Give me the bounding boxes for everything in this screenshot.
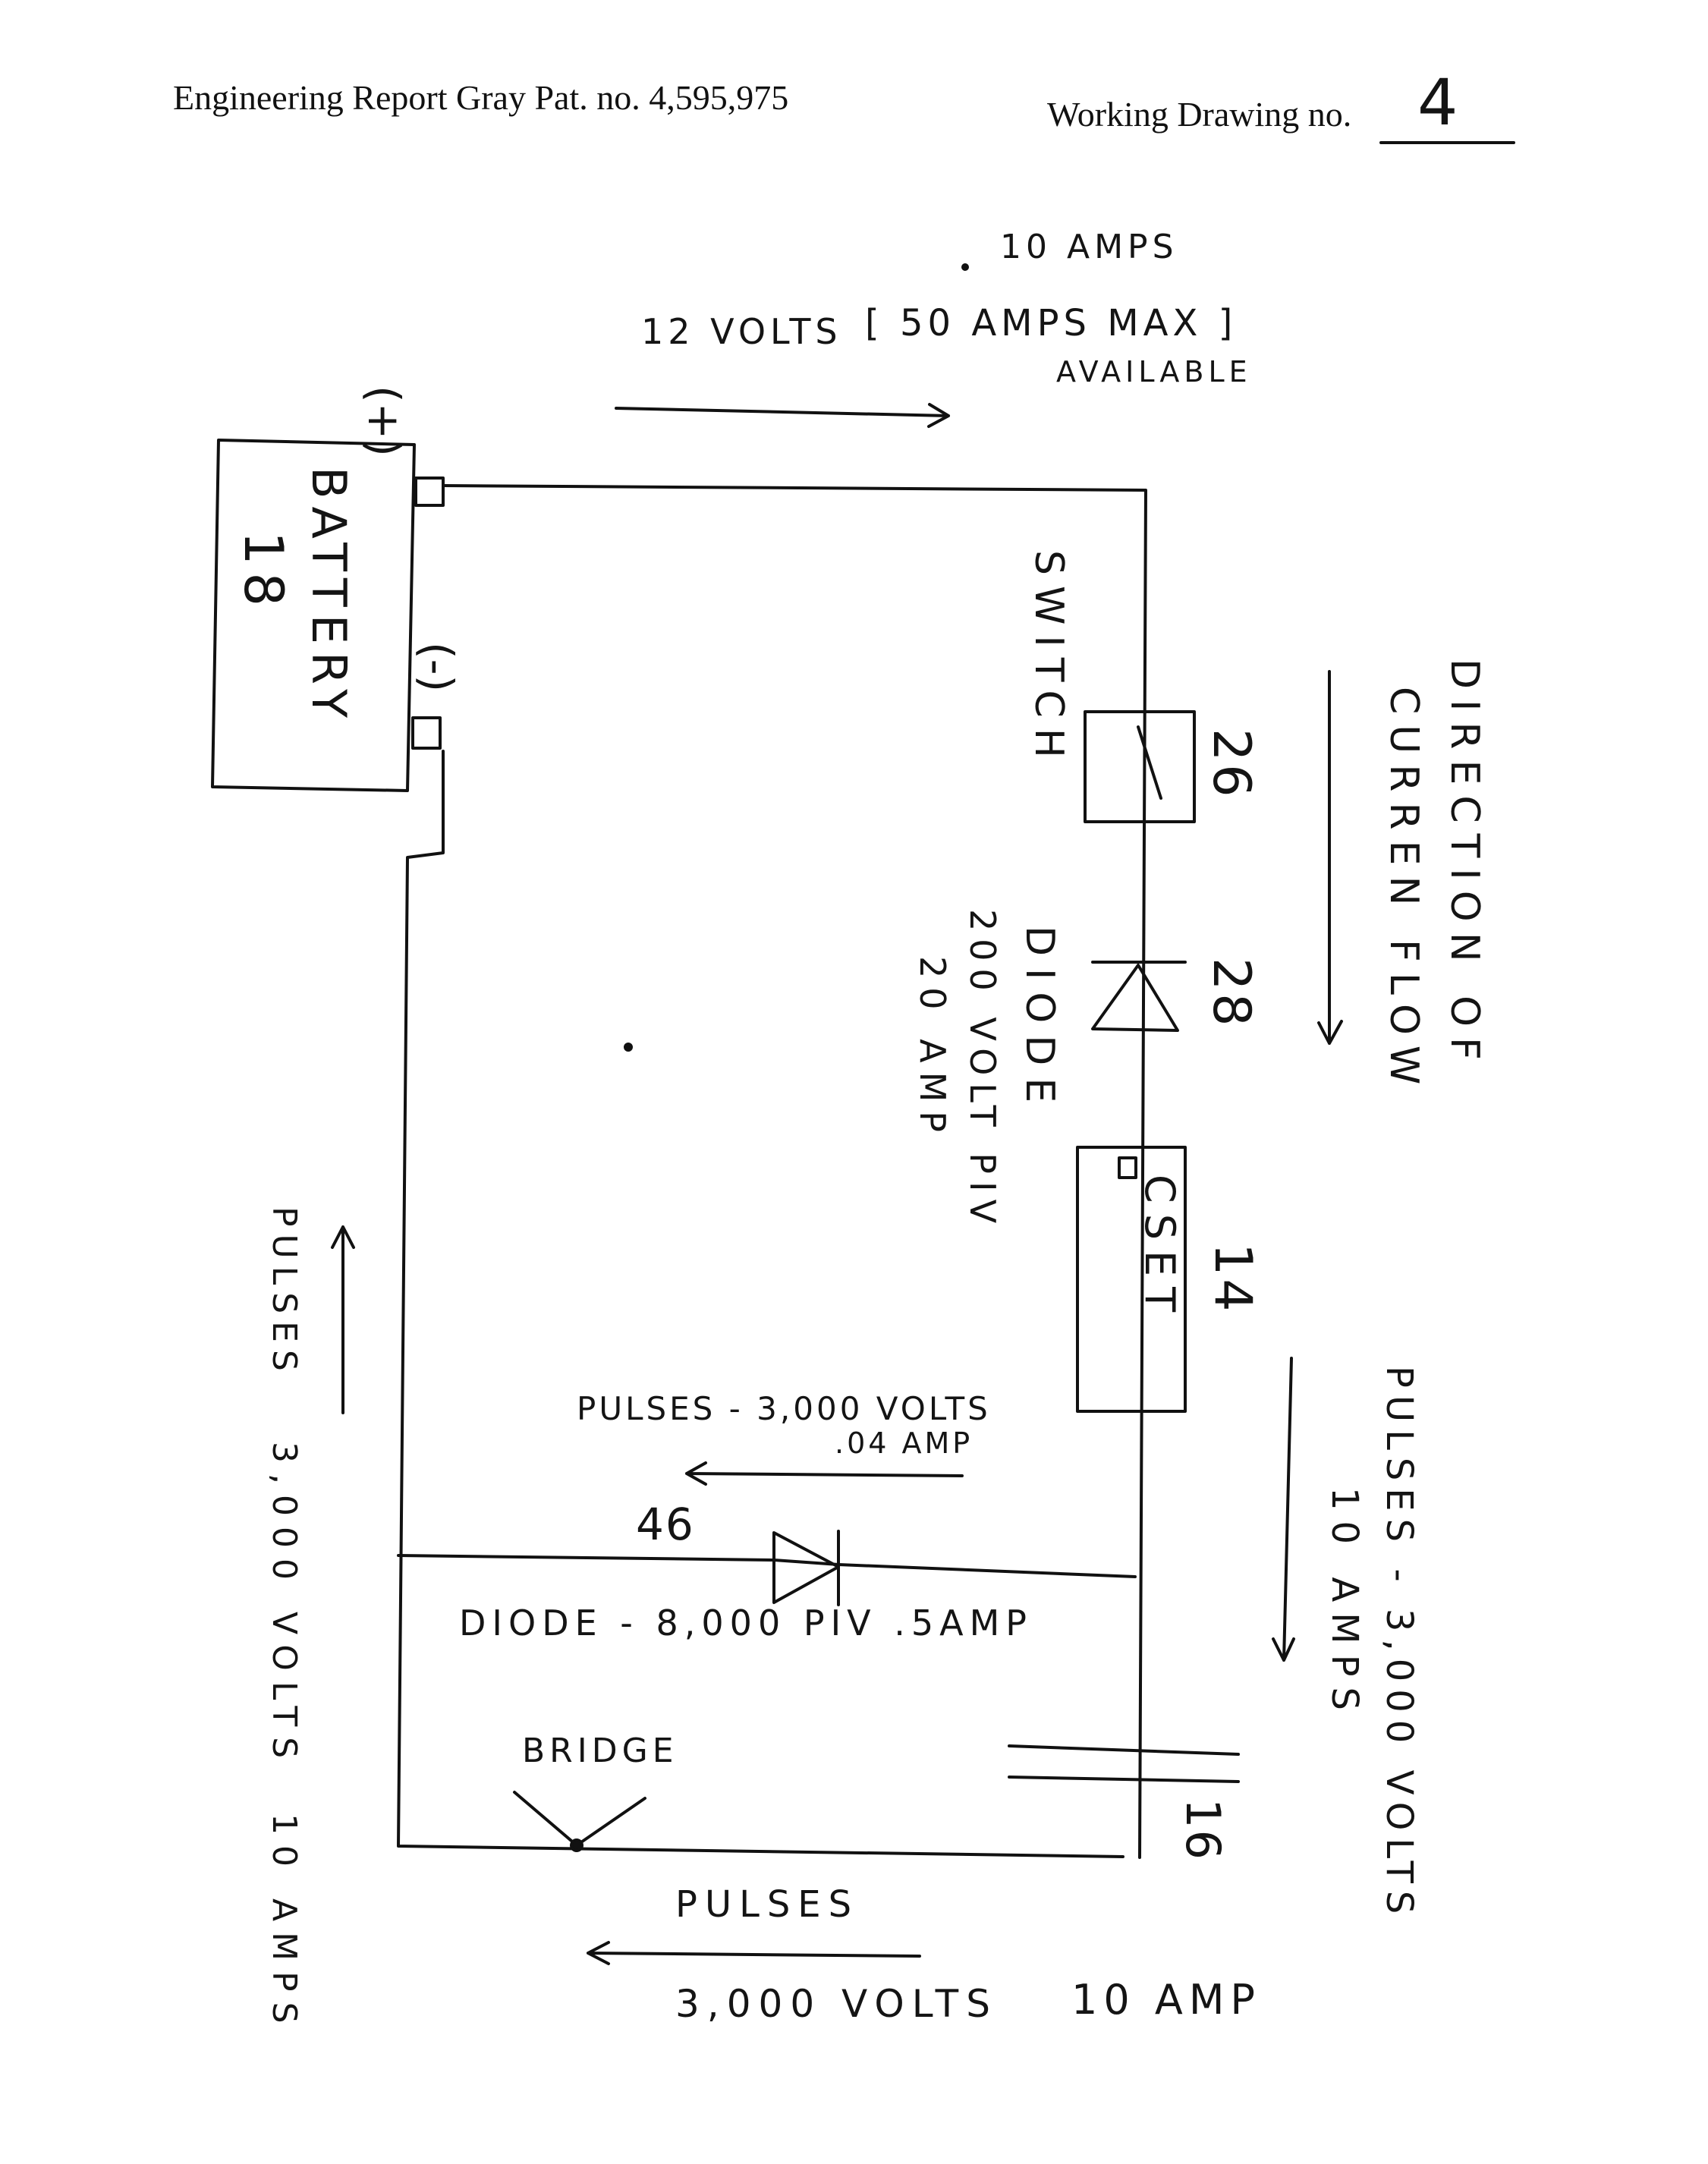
switch-label: SWITCH <box>1026 550 1071 769</box>
diode-28-number: 28 <box>1201 958 1261 1030</box>
mid-pulses-line2: .04 AMP <box>835 1426 974 1460</box>
battery-label: BATTERY <box>301 467 357 725</box>
right-pulses-arrow <box>1272 1357 1295 1662</box>
left-pulses-line2: 3,000 VOLTS <box>265 1442 304 1769</box>
battery-box <box>211 439 416 792</box>
wire-diode-46 <box>397 1554 1137 1578</box>
bridge-label: BRIDGE <box>522 1732 678 1770</box>
wire-negative <box>397 750 1125 1858</box>
switch-box <box>1084 710 1196 823</box>
plus-terminal-post <box>414 477 445 507</box>
available-label: AVAILABLE <box>1056 355 1252 388</box>
wire-top <box>442 484 1147 1859</box>
stray-dot-top <box>961 263 969 271</box>
plus-terminal-label: (+) <box>358 385 410 457</box>
max-available-label: [ 50 AMPS MAX ] <box>865 302 1238 344</box>
direction-label-line1: DIRECTION OF <box>1442 659 1487 1071</box>
diode-28-rating-1: 200 VOLT PIV <box>962 909 1003 1231</box>
drawing-label: Working Drawing no. <box>1047 95 1352 134</box>
stray-dot <box>624 1043 633 1052</box>
drawing-number: 4 <box>1417 65 1458 140</box>
bottom-pulses-arrow <box>587 1941 921 1965</box>
right-pulses-line1: PULSES - 3,000 VOLTS <box>1378 1366 1420 1922</box>
cset-number: 14 <box>1203 1243 1263 1315</box>
diode-28-label: DIODE <box>1017 926 1062 1115</box>
mid-pulses-arrow <box>685 1461 964 1486</box>
bottom-pulses-line1: PULSES <box>675 1883 860 1926</box>
diode-28-triangle <box>1091 964 1179 1032</box>
battery-number: 18 <box>232 531 294 615</box>
report-title: Engineering Report Gray Pat. no. 4,595,9… <box>173 78 789 117</box>
amps-top-label: 10 AMPS <box>1000 228 1178 266</box>
diode-46-triangle <box>772 1531 840 1604</box>
cset-label: CSET <box>1136 1175 1184 1323</box>
direction-label-line2: CURREN FLOW <box>1381 687 1426 1096</box>
diode-46-number: 46 <box>636 1499 695 1550</box>
switch-number: 26 <box>1201 728 1261 800</box>
bottom-pulses-line2: 3,000 VOLTS <box>675 1982 998 2026</box>
diode-46-label: DIODE - 8,000 PIV .5AMP <box>459 1603 1033 1643</box>
left-pulses-arrow <box>331 1225 355 1414</box>
minus-terminal-post <box>411 716 442 750</box>
direction-arrow <box>1317 670 1343 1045</box>
diode-28-rating-2: 20 AMP <box>912 956 953 1142</box>
cset-box <box>1076 1146 1187 1413</box>
right-pulses-line2: 10 AMPS <box>1323 1487 1366 1721</box>
top-current-arrow <box>615 403 950 428</box>
left-pulses-line3: 10 AMPS <box>265 1813 304 2034</box>
capacitor-number: 16 <box>1175 1798 1231 1861</box>
mid-pulses-line1: PULSES - 3,000 VOLTS <box>577 1390 991 1427</box>
switch-blade <box>1137 725 1162 800</box>
minus-terminal-label: (-) <box>411 642 463 693</box>
bridge-node <box>570 1838 583 1852</box>
cset-terminal <box>1118 1156 1137 1179</box>
bridge-lines <box>513 1791 646 1847</box>
bottom-pulses-amp: 10 AMP <box>1071 1976 1261 2024</box>
capacitor-plate-bottom <box>1008 1776 1240 1783</box>
capacitor-plate-top <box>1008 1744 1240 1756</box>
left-pulses-line1: PULSES <box>265 1206 304 1379</box>
volts-top-label: 12 VOLTS <box>641 311 842 352</box>
